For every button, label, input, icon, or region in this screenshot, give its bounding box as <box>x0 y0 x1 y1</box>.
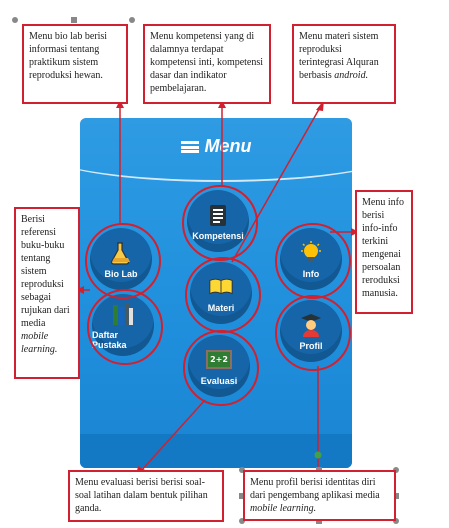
callout-evaluasi-text: Menu evaluasi berisi berisi soal-soal la… <box>75 477 208 514</box>
selection-handle[interactable] <box>71 17 77 23</box>
callout-bio-lab: Menu bio lab berisi informasi tentang pr… <box>22 24 128 104</box>
callout-profil-text: Menu profil berisi identitas diri dari p… <box>250 477 380 501</box>
callout-info: Menu info berisi info-info terkini menge… <box>355 190 413 314</box>
callout-daftar-pustaka: Berisi referensi buku-buku tentang siste… <box>14 207 80 379</box>
callout-materi-text: Menu materi sistem reproduksi terintegra… <box>299 31 379 81</box>
menu-title[interactable]: Menu <box>80 136 352 157</box>
selection-handle[interactable] <box>316 518 322 524</box>
header-arc <box>80 120 352 182</box>
callout-kompetensi: Menu kompetensi yang di dalamnya terdapa… <box>143 24 271 104</box>
callout-info-text: Menu info berisi info-info terkini menge… <box>362 197 404 299</box>
callout-materi: Menu materi sistem reproduksi terintegra… <box>292 24 396 104</box>
selection-handle[interactable] <box>12 17 18 23</box>
callout-materi-em: android. <box>334 70 369 81</box>
selection-handle[interactable] <box>129 17 135 23</box>
evaluasi-ring <box>183 330 259 406</box>
hamburger-icon[interactable] <box>180 141 199 154</box>
callout-evaluasi: Menu evaluasi berisi berisi soal-soal la… <box>68 470 224 522</box>
selection-handle[interactable] <box>239 467 245 473</box>
daftar-pustaka-ring <box>87 289 163 365</box>
selection-handle[interactable] <box>239 518 245 524</box>
callout-daftar-pustaka-text: Berisi referensi buku-buku tentang siste… <box>21 214 70 329</box>
selection-handle[interactable] <box>239 493 245 499</box>
profil-ring <box>275 295 351 371</box>
callout-kompetensi-text: Menu kompetensi yang di dalamnya terdapa… <box>150 31 264 94</box>
callout-profil: Menu profil berisi identitas diri dari p… <box>243 470 396 521</box>
selection-handle[interactable] <box>393 518 399 524</box>
selection-handle[interactable] <box>393 467 399 473</box>
selection-handle[interactable] <box>393 493 399 499</box>
menu-title-text: Menu <box>204 136 252 156</box>
callout-daftar-pustaka-em: mobile learning. <box>21 331 58 355</box>
callout-bio-lab-text: Menu bio lab berisi informasi tentang pr… <box>29 31 108 81</box>
footer-bar <box>80 434 352 468</box>
callout-profil-em: mobile learning. <box>250 503 317 514</box>
